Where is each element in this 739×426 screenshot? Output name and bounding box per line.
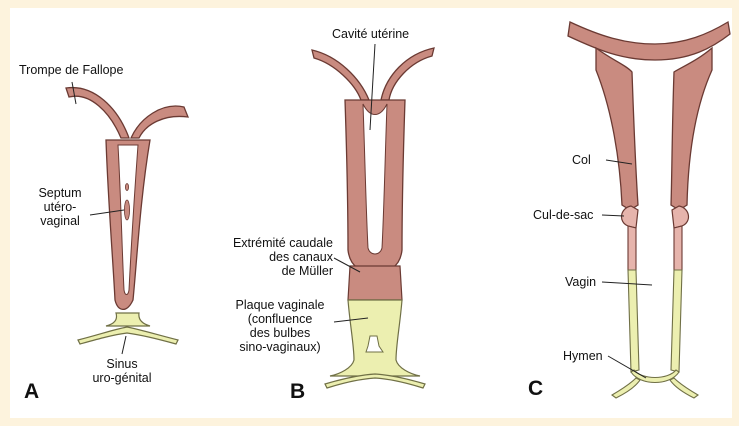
- panel-letter-b: B: [290, 380, 305, 404]
- label-col: Col: [572, 153, 591, 167]
- label-plaque-line-1: Plaque vaginale: [222, 298, 338, 312]
- panel-a-sinus-wall: [78, 327, 178, 344]
- panel-b-mullerian-tip: [348, 266, 402, 300]
- leader-sinus: [122, 336, 126, 354]
- panel-letter-c: C: [528, 377, 543, 401]
- panel-a-right-tube: [131, 106, 188, 138]
- panel-a-left-tube: [66, 88, 129, 138]
- label-sinus-line-2: uro-génital: [80, 371, 164, 385]
- label-extremite-line-2: des canaux: [207, 250, 333, 264]
- label-septum-uterovaginal: Septum utéro- vaginal: [28, 186, 92, 228]
- panel-c-upper-vagina-right: [674, 226, 682, 270]
- leader-culdesac: [602, 215, 624, 216]
- label-plaque-line-3: des bulbes: [222, 326, 338, 340]
- leader-hymen: [608, 356, 646, 378]
- label-extremite-line-1: Extrémité caudale: [207, 236, 333, 250]
- label-hymen: Hymen: [563, 349, 603, 363]
- label-cavite-uterine: Cavité utérine: [332, 27, 409, 41]
- label-extremite-line-3: de Müller: [207, 264, 333, 278]
- label-plaque-line-2: (confluence: [222, 312, 338, 326]
- panel-c-right-fornix: [672, 206, 688, 228]
- label-septum-line-3: vaginal: [28, 214, 92, 228]
- panel-c-left-wall: [596, 48, 638, 210]
- panel-a-sinus-bulb: [106, 313, 150, 326]
- panel-c-lower-vagina-right: [671, 270, 682, 372]
- label-cul-de-sac: Cul-de-sac: [533, 208, 593, 222]
- label-septum-line-2: utéro-: [28, 200, 92, 214]
- panel-c-right-wall: [671, 48, 712, 210]
- label-trompe-de-fallope: Trompe de Fallope: [19, 63, 123, 77]
- panel-letter-a: A: [24, 380, 39, 404]
- label-sinus-line-1: Sinus: [80, 357, 164, 371]
- panel-a-septum-remnant-small: [125, 184, 128, 191]
- label-plaque-line-4: sino-vaginaux): [222, 340, 338, 354]
- label-extremite-caudale: Extrémité caudale des canaux de Müller: [207, 236, 333, 278]
- label-septum-line-1: Septum: [28, 186, 92, 200]
- leader-vagin: [602, 282, 652, 285]
- panel-b-right-tube: [381, 48, 434, 100]
- label-sinus-urogenital: Sinus uro-génital: [80, 357, 164, 385]
- label-plaque-vaginale: Plaque vaginale (confluence des bulbes s…: [222, 298, 338, 354]
- panel-b-left-tube: [312, 50, 369, 100]
- panel-c-upper-vagina-left: [628, 226, 636, 270]
- panel-a-septum-remnant: [124, 200, 129, 220]
- panel-c-lower-vagina-left: [628, 270, 639, 372]
- panel-c-left-fornix: [622, 206, 638, 228]
- label-vagin: Vagin: [565, 275, 596, 289]
